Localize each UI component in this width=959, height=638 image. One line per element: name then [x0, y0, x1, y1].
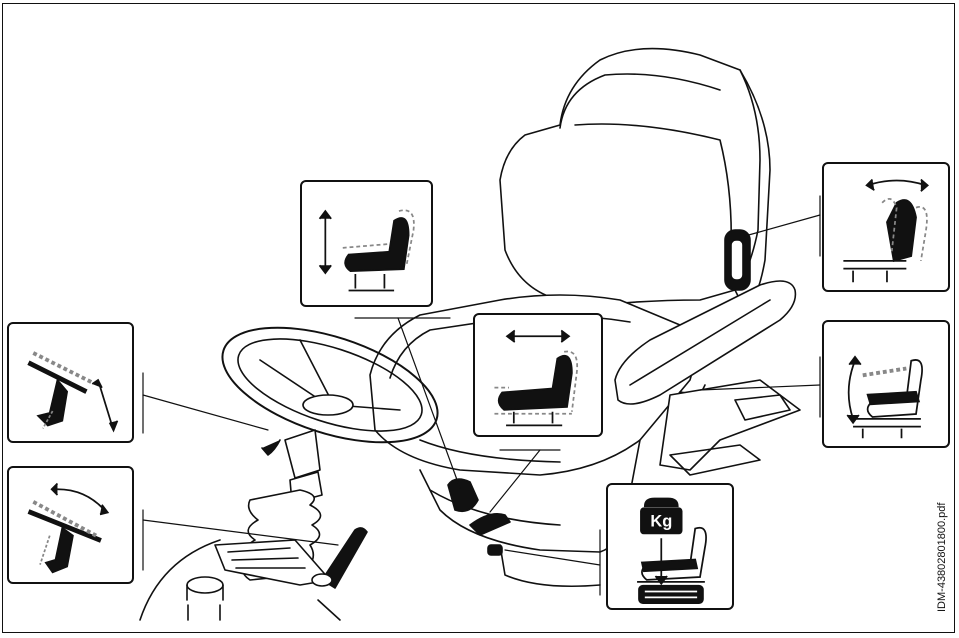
panel-backrest-recline: [822, 162, 950, 292]
backrest-recline-icon: [824, 164, 948, 290]
steering-height-adjust-icon: [9, 324, 132, 441]
document-id-label: IDM-43802801800.pdf: [936, 503, 948, 612]
seat-height-adjust-icon: [302, 182, 431, 305]
steering-tilt-adjust-icon: [9, 468, 132, 582]
panel-armrest-angle: [822, 320, 950, 448]
armrest-angle-adjust-icon: [824, 322, 948, 446]
steering-column: [140, 430, 367, 620]
panel-seat-height: [300, 180, 433, 307]
panel-seat-fore-aft: [473, 313, 603, 437]
panel-weight-adjustment: Kg: [606, 483, 734, 610]
panel-steering-column-tilt: [7, 466, 134, 584]
panel-steering-column-height: [7, 322, 134, 443]
weight-kg-label: Kg: [650, 513, 672, 531]
seat-fore-aft-adjust-icon: [475, 315, 601, 435]
weight-adjust-icon: Kg: [608, 485, 732, 608]
